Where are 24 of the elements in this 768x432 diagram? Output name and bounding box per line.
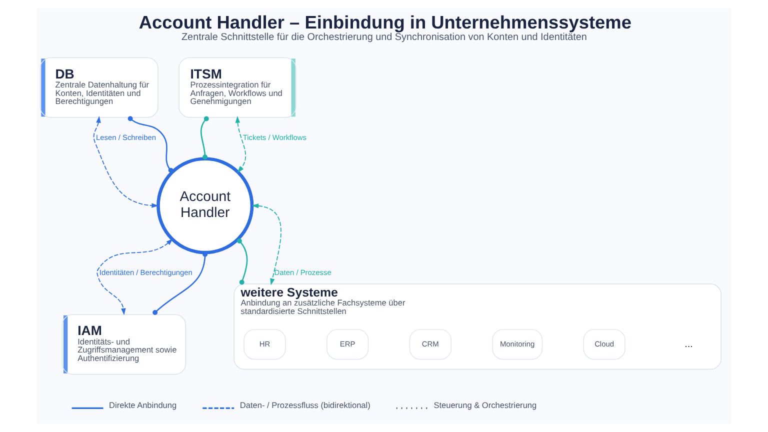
connector xyxy=(200,116,209,160)
connector xyxy=(236,238,248,285)
caption: Zentrale Schnittstelle für die Orchestrierung und Synchronisation von Konten und Identitäten xyxy=(182,32,587,44)
legend-label: Steuerung & Orchestrierung xyxy=(434,401,537,410)
arrow xyxy=(93,116,158,208)
node-box: Monitoring xyxy=(492,329,543,360)
legend-label: Direkte Anbindung xyxy=(109,401,177,410)
label: ... xyxy=(684,338,693,350)
node-box: CRM xyxy=(409,329,452,360)
diagram-title: Account Handler – Einbindung in Unternehmenssysteme xyxy=(138,12,632,32)
edge-label: Identitäten / Berechtigungen xyxy=(99,268,192,278)
connector xyxy=(152,252,208,315)
node-circle: Account Handler xyxy=(156,157,254,254)
node-box: HR xyxy=(244,329,286,360)
node-box: Cloud xyxy=(583,329,626,360)
connector xyxy=(128,116,174,173)
arrow xyxy=(252,204,282,286)
legend-label: Daten- / Prozessfluss (bidirektional) xyxy=(240,401,370,410)
edge-label: Daten / Prozesse xyxy=(274,268,332,278)
node-box: ERP xyxy=(326,329,369,360)
edge-label: Lesen / Schreiben xyxy=(96,132,156,142)
arrow xyxy=(96,238,174,316)
edge-label: Tickets / Workflows xyxy=(242,132,307,142)
arrow xyxy=(235,116,246,173)
